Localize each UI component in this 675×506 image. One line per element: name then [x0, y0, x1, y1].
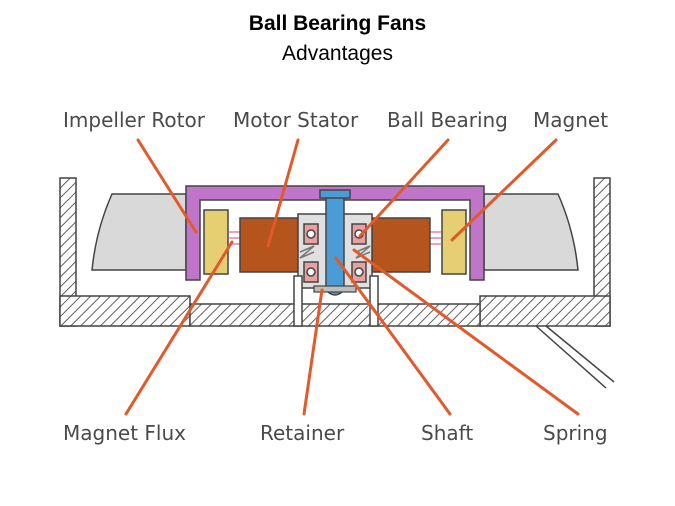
fan-blades	[91, 193, 579, 271]
leader-ball-bearing	[358, 138, 450, 238]
leader-motor-stator	[266, 138, 300, 248]
leader-shaft	[334, 256, 452, 416]
leader-impeller-rotor	[136, 138, 198, 234]
leader-spring	[352, 248, 580, 416]
label-shaft: Shaft	[421, 421, 474, 445]
leader-lines	[124, 138, 580, 416]
shaft-cap	[319, 189, 351, 199]
leader-retainer	[302, 288, 324, 416]
leader-magnet-flux	[124, 240, 234, 416]
label-spring: Spring	[543, 421, 608, 445]
label-ball-bearing: Ball Bearing	[387, 108, 508, 132]
diagram-title: Ball Bearing Fans	[248, 12, 427, 35]
label-magnet-flux: Magnet Flux	[63, 421, 186, 445]
impeller-rotor-housing	[185, 185, 485, 281]
diagram-subtitle: Advantages	[282, 42, 393, 65]
power-cable	[535, 325, 615, 389]
label-magnet: Magnet	[533, 108, 609, 132]
label-motor-stator: Motor Stator	[233, 108, 359, 132]
center-posts	[293, 275, 379, 327]
retainer	[313, 285, 357, 293]
leader-magnet	[450, 138, 558, 242]
ball-bearing	[303, 223, 367, 283]
shaft	[325, 195, 345, 296]
motor-stator	[239, 217, 431, 273]
label-retainer: Retainer	[260, 421, 345, 445]
label-impeller-rotor: Impeller Rotor	[63, 108, 205, 132]
magnet	[203, 209, 467, 275]
fan-frame	[59, 177, 611, 327]
